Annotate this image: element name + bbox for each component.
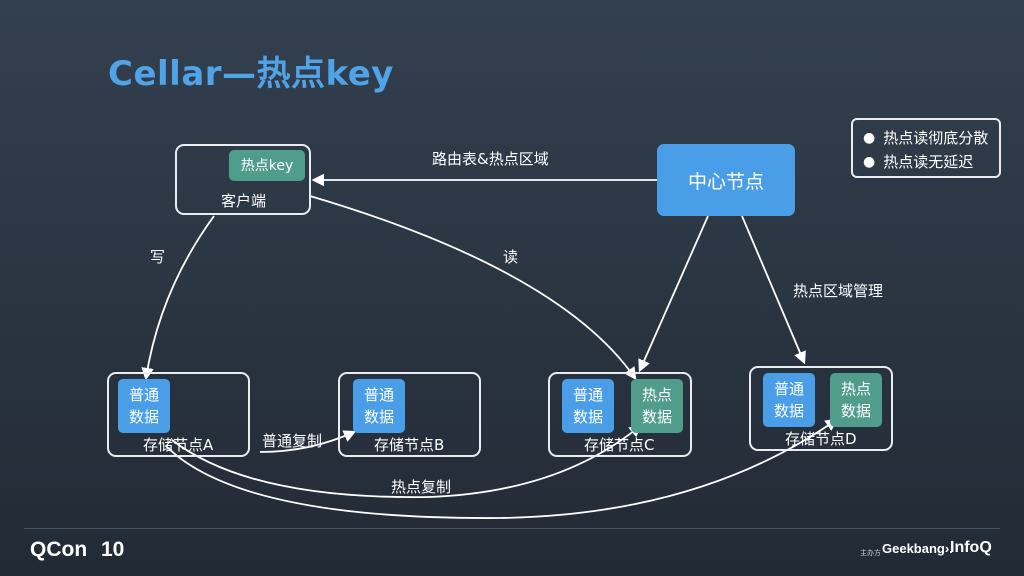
footer-divider	[24, 528, 1000, 529]
storage-node-c: 普通 数据 热点 数据 存储节点C	[548, 372, 692, 457]
hot-replicate-label: 热点复制	[391, 478, 452, 496]
read-arrow	[309, 195, 637, 381]
storage-node-a: 普通 数据 存储节点A	[107, 372, 250, 457]
normal-data-chip: 普通 数据	[763, 373, 815, 427]
node-c-label: 存储节点C	[584, 436, 655, 454]
storage-node-b: 普通 数据 存储节点B	[338, 372, 481, 457]
write-arrow	[141, 215, 215, 381]
slide-title: Cellar—热点key	[108, 54, 394, 94]
node-d-label: 存储节点D	[785, 430, 857, 448]
hot-data-chip: 热点 数据	[830, 373, 882, 427]
center-node: 中心节点	[657, 144, 795, 216]
hot-data-chip: 热点 数据	[631, 379, 683, 433]
normal-data-chip: 普通 数据	[118, 379, 170, 433]
note-item: ●热点读彻底分散	[863, 126, 999, 150]
normal-data-chip: 普通 数据	[353, 379, 405, 433]
qcon-10-logo: 10	[101, 538, 125, 561]
normal-replicate-arrow	[259, 430, 357, 453]
storage-node-d: 普通 数据 热点 数据 存储节点D	[749, 366, 893, 451]
notes-box: ●热点读彻底分散 ●热点读无延迟	[851, 118, 1001, 178]
read-label: 读	[503, 248, 519, 266]
note-item: ●热点读无延迟	[863, 150, 999, 174]
hot-replicate-c-arrow	[171, 424, 642, 499]
sponsor-label: 主办方	[860, 549, 881, 557]
qcon-logo: QCon	[30, 538, 88, 561]
geekbang-logo: Geekbang›.	[882, 541, 953, 556]
center-to-d-arrow	[741, 215, 806, 365]
normal-data-chip: 普通 数据	[562, 379, 614, 433]
normal-replicate-label: 普通复制	[262, 432, 323, 450]
infoq-logo: InfoQ	[950, 539, 992, 556]
client-label: 客户端	[221, 192, 267, 210]
hot-replicate-d-arrow	[165, 418, 839, 519]
write-label: 写	[150, 248, 166, 266]
center-to-c-arrow	[638, 215, 709, 373]
node-b-label: 存储节点B	[374, 436, 445, 454]
client-box: 热点key 客户端	[175, 144, 311, 215]
route-label: 路由表&热点区域	[432, 150, 549, 168]
bullet-icon: ●	[863, 130, 876, 146]
hot-key-chip: 热点key	[229, 150, 305, 181]
hot-manage-label: 热点区域管理	[793, 282, 884, 300]
bullet-icon: ●	[863, 154, 876, 170]
node-a-label: 存储节点A	[143, 436, 214, 454]
